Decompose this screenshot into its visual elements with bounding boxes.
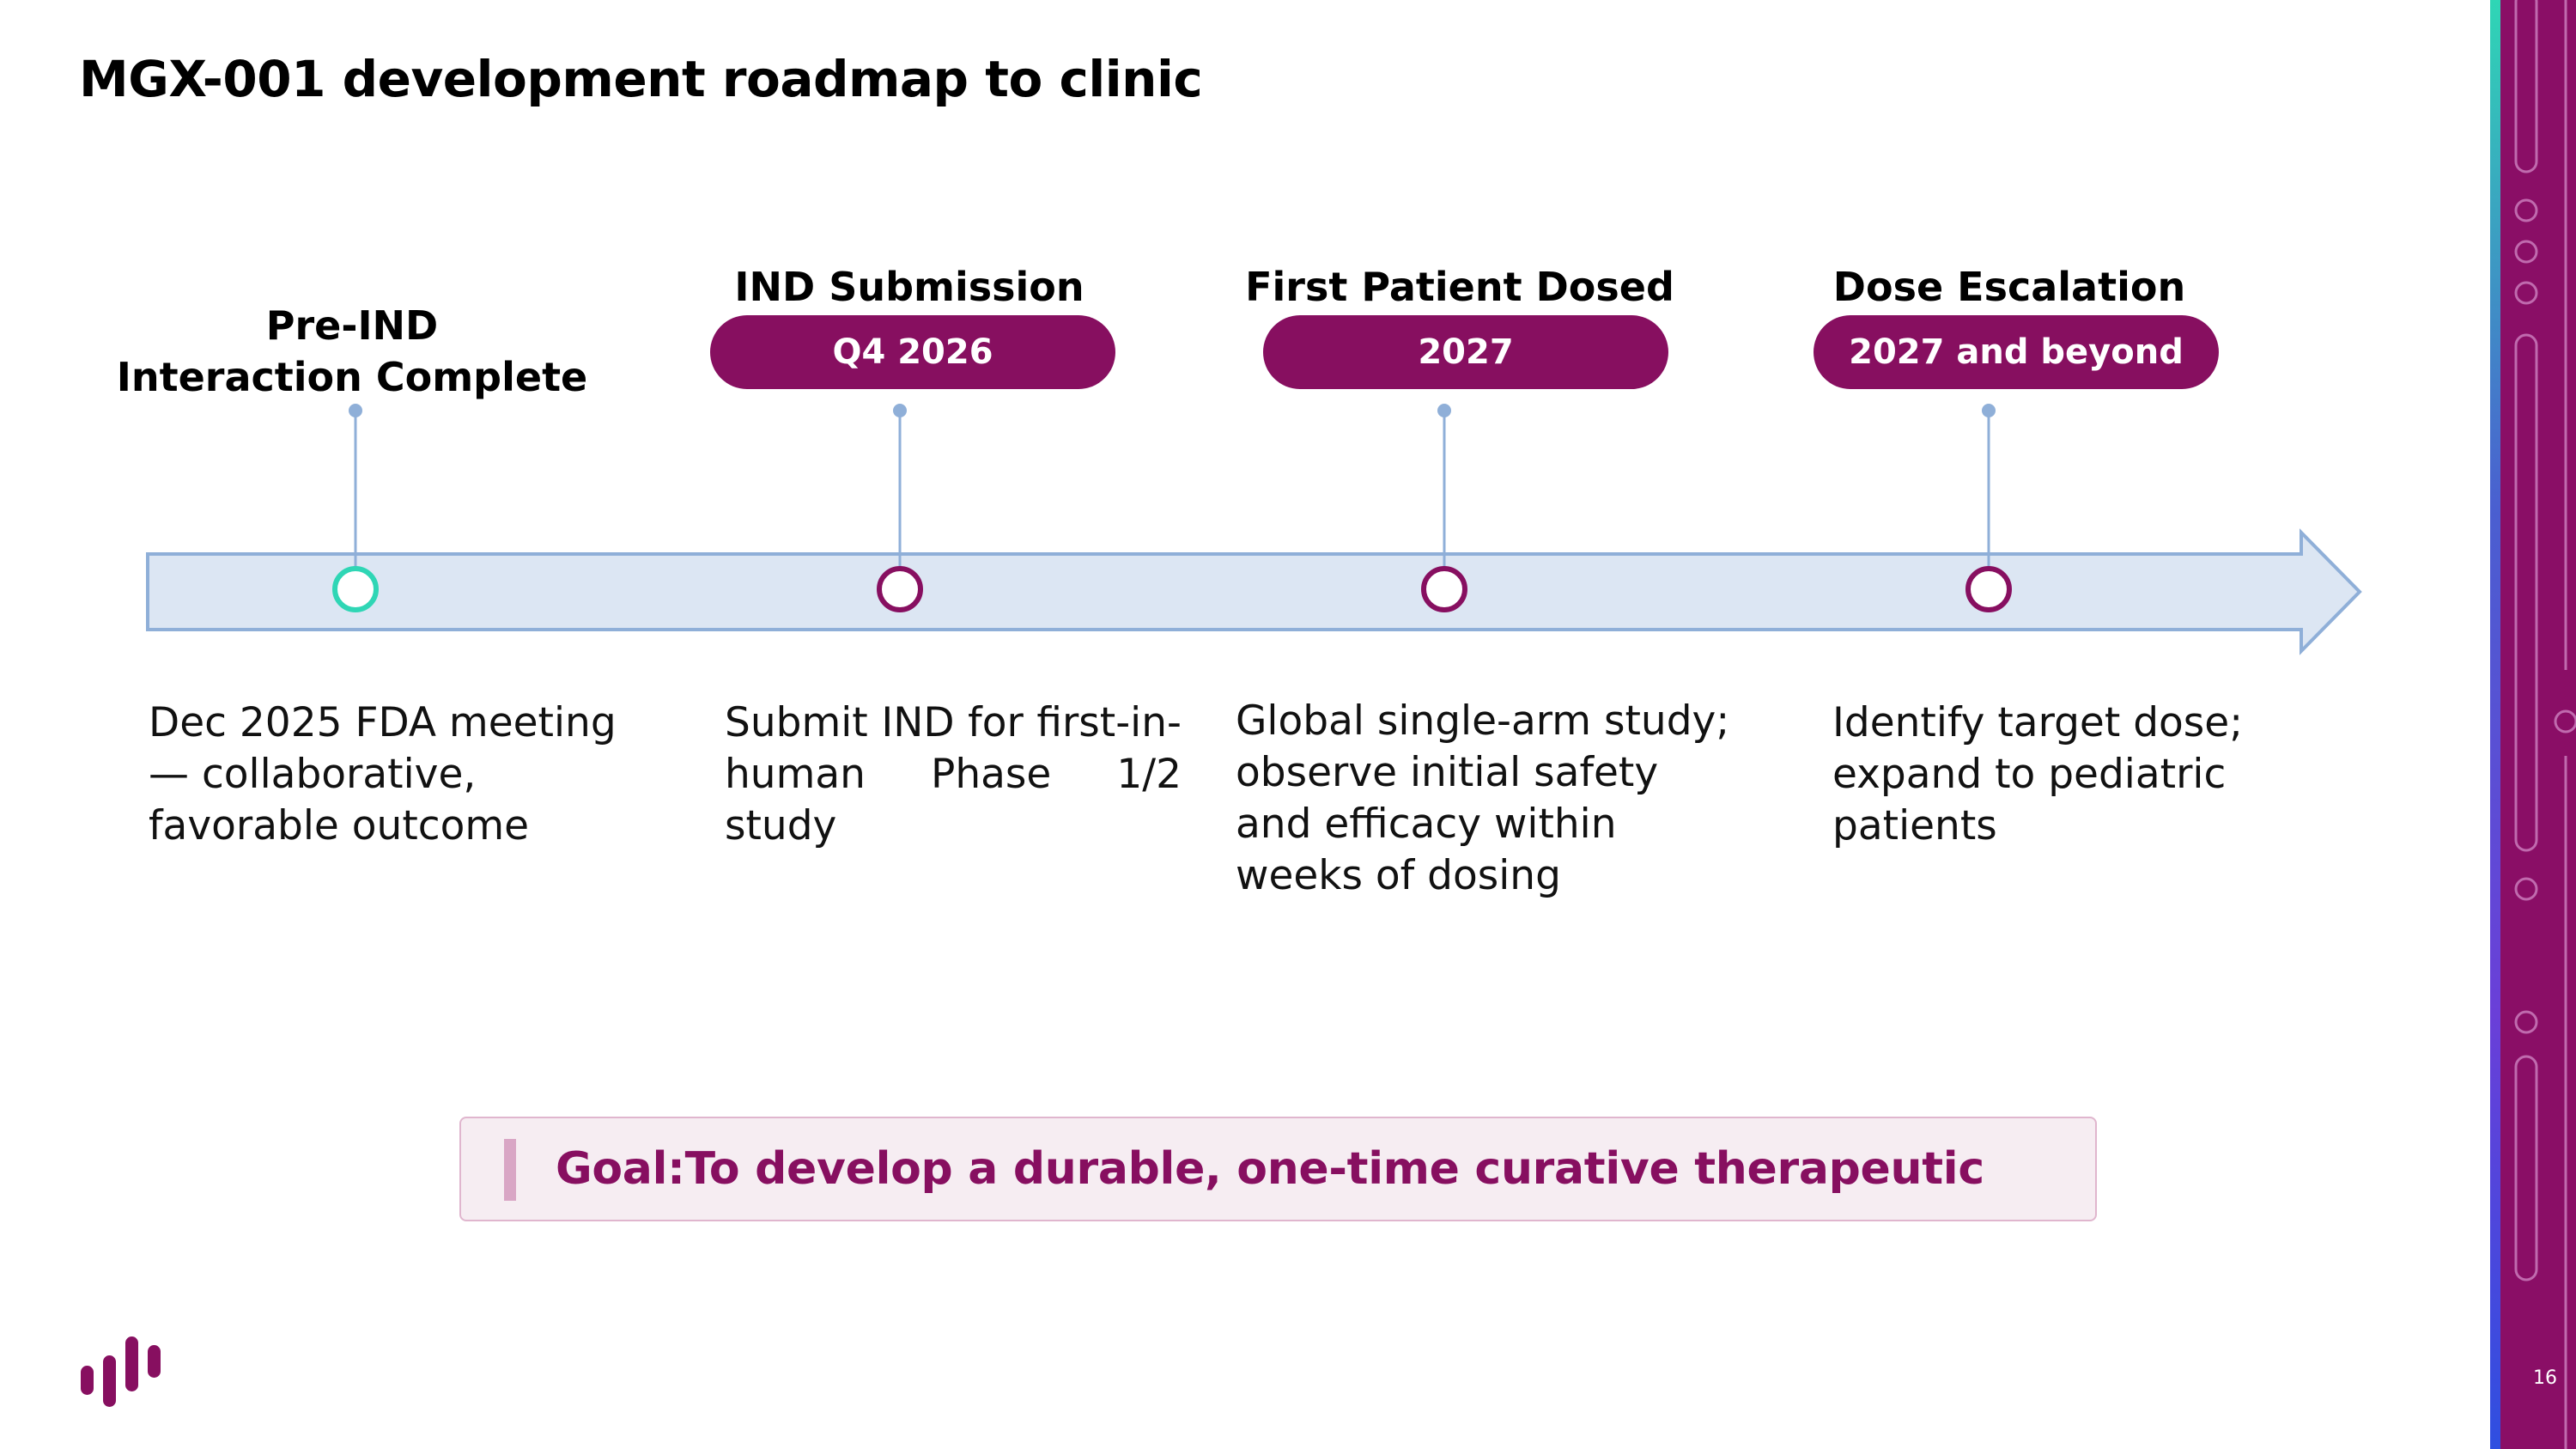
milestone-marker xyxy=(877,566,923,612)
milestone-description: Global single-arm study; observe initial… xyxy=(1236,697,1730,899)
milestone-description: Dec 2025 FDA meeting — collaborative, fa… xyxy=(149,699,617,849)
milestone-title-ind-submission: IND Submission xyxy=(686,262,1133,314)
milestone-description: Submit IND for first-in-human Phase 1/2 … xyxy=(725,699,1182,849)
goal-banner: Goal: To develop a durable, one-time cur… xyxy=(459,1117,2097,1221)
connector-3 xyxy=(1437,404,1451,567)
timeline-arrow xyxy=(146,528,2362,655)
goal-text: To develop a durable, one-time curative … xyxy=(684,1143,1985,1195)
connector-4 xyxy=(1982,404,1996,567)
milestone-description: Identify target dose; expand to pediatri… xyxy=(1832,699,2244,849)
timeline-diagram xyxy=(146,404,2362,655)
circuit-pattern-icon xyxy=(2514,0,2576,1449)
milestone-title-line: IND Submission xyxy=(734,264,1084,310)
connector-1 xyxy=(349,404,362,567)
milestone-title-line: First Patient Dosed xyxy=(1245,264,1674,310)
goal-statement: Goal: To develop a durable, one-time cur… xyxy=(556,1118,1984,1220)
milestone-marker xyxy=(1421,566,1467,612)
slide-title: MGX-001 development roadmap to clinic xyxy=(79,50,1203,108)
sound-bars-logo-icon xyxy=(81,1336,161,1407)
milestone-date-pill: Q4 2026 xyxy=(710,315,1115,389)
milestone-marker-complete xyxy=(332,566,379,612)
milestone-date-pill: 2027 xyxy=(1263,315,1668,389)
goal-label: Goal: xyxy=(556,1143,685,1195)
milestone-title-first-patient-dosed: First Patient Dosed xyxy=(1185,262,1735,314)
milestone-title-line: Dose Escalation xyxy=(1832,264,2186,310)
goal-accent-bar xyxy=(504,1139,516,1201)
page-number: 16 xyxy=(2533,1367,2557,1389)
milestone-date-pill: 2027 and beyond xyxy=(1814,315,2219,389)
connector-2 xyxy=(893,404,907,567)
decorative-side-band xyxy=(2490,0,2576,1449)
milestone-title-dose-escalation: Dose Escalation xyxy=(1752,262,2267,314)
milestone-title-pre-ind: Pre-IND Interaction Complete xyxy=(94,301,610,404)
milestone-title-line: Pre-IND xyxy=(265,302,439,349)
milestone-title-line: Interaction Complete xyxy=(116,353,588,400)
milestone-marker xyxy=(1965,566,2012,612)
